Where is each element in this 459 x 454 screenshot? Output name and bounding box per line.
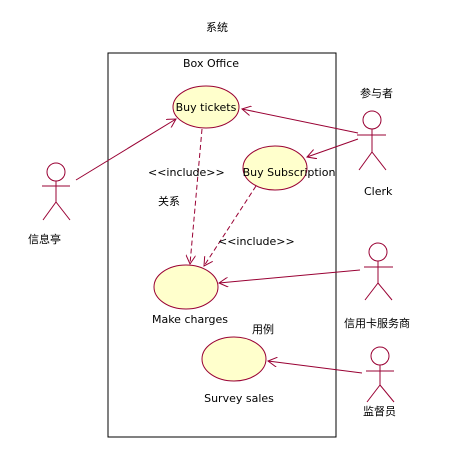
use-case-survey-sales-label: Survey sales	[204, 392, 274, 405]
actor-kiosk-label: 信息亭	[28, 232, 61, 246]
association-card-provider-make-charges[interactable]	[219, 269, 361, 283]
include-tickets-to-charges[interactable]	[190, 128, 203, 264]
actor-clerk[interactable]	[357, 110, 387, 171]
actor-clerk-label: Clerk	[364, 185, 393, 198]
actor-supervisor[interactable]	[366, 346, 395, 403]
association-supervisor-survey-sales[interactable]	[268, 361, 363, 374]
association-kiosk-buy-tickets[interactable]	[75, 119, 176, 181]
use-case-buy-subscription[interactable]	[242, 145, 308, 191]
use-case-make-charges-label: Make charges	[152, 313, 228, 326]
association-clerk-buy-tickets[interactable]	[242, 109, 359, 134]
system-caption: 系统	[206, 21, 228, 34]
use-case-buy-tickets-label: Buy tickets	[176, 101, 237, 114]
actor-card-provider[interactable]	[364, 242, 393, 301]
actor-card-provider-head	[368, 242, 388, 262]
use-case-make-charges[interactable]	[153, 264, 219, 310]
include-label-subscription: <<include>>	[218, 235, 295, 248]
relation-caption: 关系	[158, 194, 180, 208]
use-case-buy-subscription-label: Buy Subscription	[243, 166, 336, 179]
usecase-caption: 用例	[252, 322, 274, 336]
use-case-survey-sales[interactable]	[201, 336, 267, 382]
actor-kiosk[interactable]	[42, 162, 71, 221]
actor-card-provider-label: 信用卡服务商	[344, 316, 410, 330]
actor-clerk-head	[362, 110, 382, 130]
actor-supervisor-label: 监督员	[363, 404, 396, 418]
system-name: Box Office	[183, 57, 239, 70]
use-case-buy-tickets[interactable]	[172, 85, 240, 129]
include-label-tickets: <<include>>	[148, 166, 225, 179]
association-clerk-buy-subscription[interactable]	[307, 138, 359, 157]
actor-supervisor-head	[370, 346, 390, 366]
participant-caption: 参与者	[360, 86, 393, 100]
actor-kiosk-head	[46, 162, 66, 182]
